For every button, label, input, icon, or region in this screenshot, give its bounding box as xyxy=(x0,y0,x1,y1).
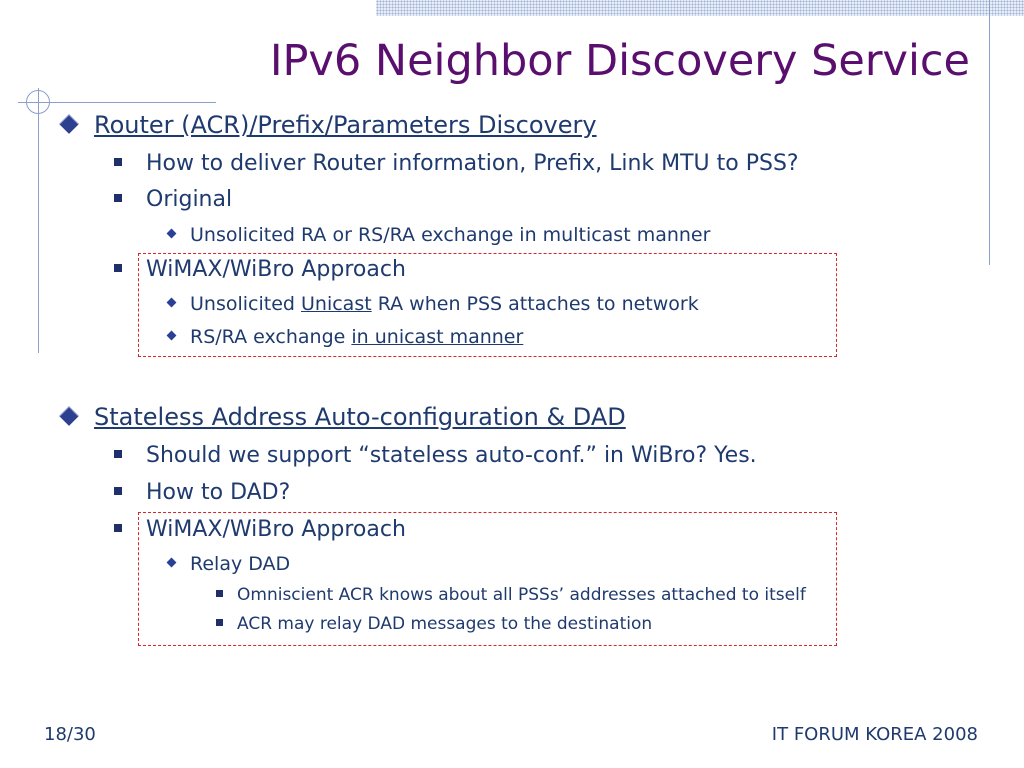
list-item: WiMAX/WiBro Approach xyxy=(110,257,406,282)
list-item: RS/RA exchange in unicast manner xyxy=(164,326,523,348)
diamond-bullet-icon xyxy=(59,114,79,134)
left-decor-line xyxy=(38,88,39,353)
list-item: How to DAD? xyxy=(110,480,290,505)
square-bullet-icon xyxy=(114,487,122,495)
small-diamond-bullet-icon xyxy=(166,557,177,568)
section2-heading: Stateless Address Auto-configuration & D… xyxy=(59,403,626,431)
right-decor-line xyxy=(989,0,990,265)
square-bullet-icon xyxy=(114,158,122,166)
diamond-bullet-icon xyxy=(59,406,79,426)
footer-event-name: IT FORUM KOREA 2008 xyxy=(771,724,978,745)
small-diamond-bullet-icon xyxy=(166,228,177,239)
list-item: Should we support “stateless auto-conf.”… xyxy=(110,443,757,468)
highlight-box-1 xyxy=(138,253,837,357)
list-item: Unsolicited RA or RS/RA exchange in mult… xyxy=(164,224,710,246)
square-bullet-icon xyxy=(114,264,122,272)
list-item: Unsolicited Unicast RA when PSS attaches… xyxy=(164,293,699,315)
list-item: Original xyxy=(110,187,232,212)
square-bullet-icon xyxy=(114,524,122,532)
list-item: How to deliver Router information, Prefi… xyxy=(110,151,799,176)
small-square-bullet-icon xyxy=(216,619,223,626)
small-diamond-bullet-icon xyxy=(166,330,177,341)
slide-title: IPv6 Neighbor Discovery Service xyxy=(269,36,970,86)
page-number: 18/30 xyxy=(44,724,96,745)
top-dot-band xyxy=(376,0,1024,16)
title-underline-decor xyxy=(18,102,216,103)
list-item: ACR may relay DAD messages to the destin… xyxy=(214,614,652,634)
list-item: Omniscient ACR knows about all PSSs’ add… xyxy=(214,585,806,605)
section1-heading: Router (ACR)/Prefix/Parameters Discovery xyxy=(59,111,597,139)
small-diamond-bullet-icon xyxy=(166,297,177,308)
square-bullet-icon xyxy=(114,194,122,202)
circle-decor-icon xyxy=(26,90,50,114)
list-item: WiMAX/WiBro Approach xyxy=(110,517,406,542)
list-item: Relay DAD xyxy=(164,553,290,575)
small-square-bullet-icon xyxy=(216,590,223,597)
square-bullet-icon xyxy=(114,450,122,458)
highlight-box-2 xyxy=(138,512,837,646)
